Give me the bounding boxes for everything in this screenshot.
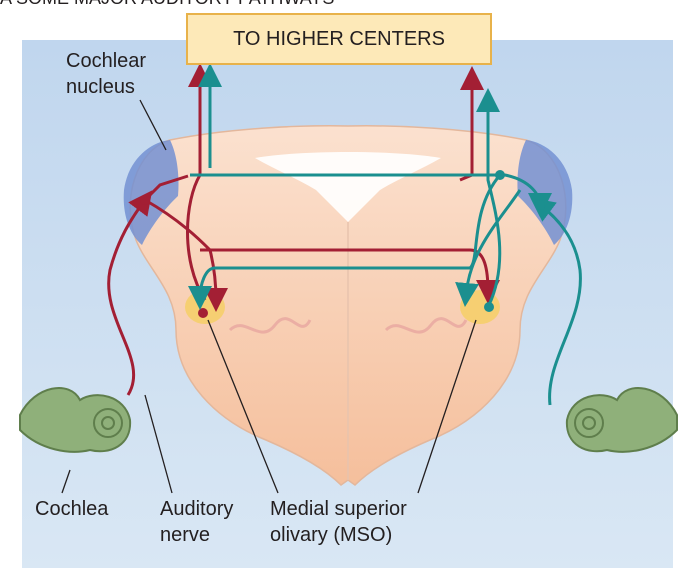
label-cochlear-nucleus-line2: nucleus (66, 76, 135, 98)
teal-synapse-right (535, 200, 545, 210)
ventricle (255, 152, 441, 222)
cochlea-left (19, 387, 132, 453)
label-auditory-nerve-line2: nerve (160, 524, 211, 546)
red-auditory-nerve (107, 190, 153, 396)
teal-up-right (476, 88, 502, 306)
label-auditory-nerve-line1: Auditory (160, 498, 234, 520)
higher-centers-box: TO HIGHER CENTERS (186, 13, 492, 65)
leader-lines (61, 99, 477, 494)
olive-texture-left (228, 317, 312, 334)
teal-to-left-mso (188, 174, 502, 310)
figure-header: A SOME MAJOR AUDITORY PATHWAYS (0, 0, 334, 9)
label-cochlea-text: Cochlea (35, 498, 109, 520)
label-cochlear-nucleus: Cochlear nucleus (66, 48, 146, 100)
teal-synapse-mso (484, 302, 494, 312)
label-mso-line1: Medial superior (270, 498, 407, 520)
mso-left (185, 290, 225, 324)
label-cochlea: Cochlea (35, 496, 108, 522)
teal-to-right-mso (455, 189, 522, 307)
red-synapse-mso (198, 308, 208, 318)
cochlea-right (565, 387, 678, 453)
label-cochlear-nucleus-line1: Cochlear (66, 50, 147, 72)
red-up-left (186, 63, 212, 301)
red-nucleus-branch (143, 174, 189, 202)
label-auditory-nerve: Auditory nerve (160, 496, 233, 548)
teal-synapse-top (495, 170, 505, 180)
label-mso: Medial superior olivary (MSO) (270, 496, 407, 548)
olive-texture-right (384, 317, 468, 334)
teal-auditory-nerve (530, 197, 582, 406)
red-cross (200, 248, 500, 304)
red-pathway (107, 63, 500, 396)
red-synapse-left (140, 195, 150, 205)
cochlear-nucleus-right (517, 140, 573, 245)
label-mso-line2: olivary (MSO) (270, 524, 393, 546)
